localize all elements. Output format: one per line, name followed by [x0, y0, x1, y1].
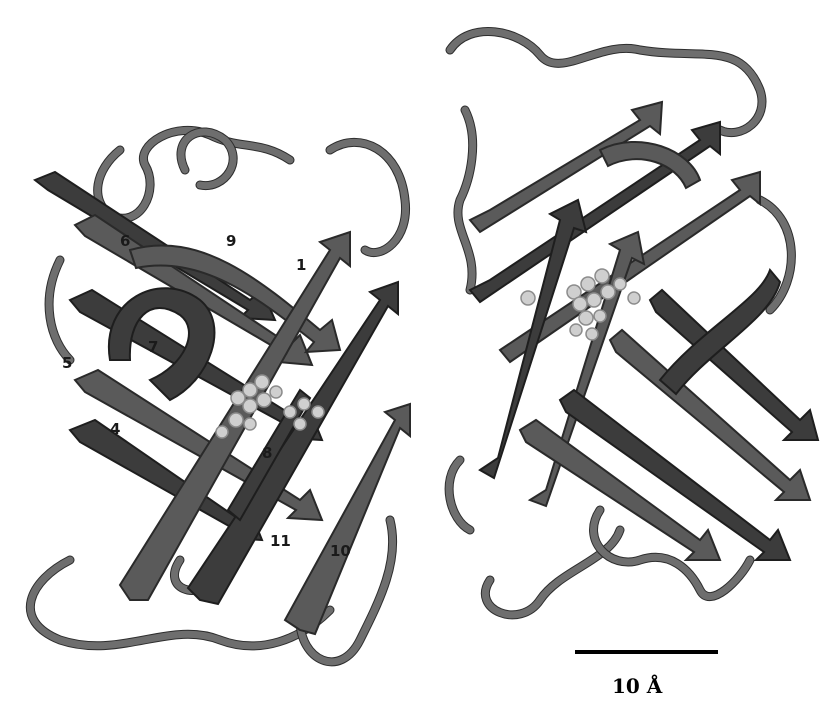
strand-number: 9: [226, 232, 236, 250]
left-loop: [30, 560, 330, 646]
atom: [601, 285, 615, 299]
atom: [229, 413, 243, 427]
strand-number: 11: [270, 532, 291, 550]
strand-number: 5: [62, 354, 72, 372]
strand-number: 7: [148, 338, 158, 356]
atom: [587, 293, 601, 307]
scale-bar-label: 10 Å: [612, 674, 663, 698]
atom: [521, 291, 535, 305]
atom: [298, 398, 310, 410]
left-loop: [181, 132, 233, 186]
atom: [570, 324, 582, 336]
strand-number: 4: [110, 420, 120, 438]
atom: [244, 418, 256, 430]
strand-number: 1: [296, 256, 306, 274]
atom: [284, 406, 296, 418]
atom: [579, 311, 593, 325]
atom: [270, 386, 282, 398]
left-loop: [49, 260, 70, 360]
strand-number: 10: [330, 542, 351, 560]
atom: [255, 375, 269, 389]
left-beta-barrel: 6 5 7 4 9 8 1 10 11: [30, 130, 410, 661]
atom: [243, 399, 257, 413]
atom: [581, 277, 595, 291]
atom: [573, 297, 587, 311]
atom: [257, 393, 271, 407]
atom: [628, 292, 640, 304]
left-loop: [98, 130, 290, 218]
atom: [216, 426, 228, 438]
right-loop: [449, 460, 470, 530]
scale-bar: 10 Å: [575, 652, 718, 698]
atom: [294, 418, 306, 430]
strand-number: 8: [262, 444, 272, 462]
right-loop: [450, 31, 762, 132]
right-beta-barrel: [449, 31, 818, 614]
atom: [312, 406, 324, 418]
atom: [614, 278, 626, 290]
strand-number: 6: [120, 232, 130, 250]
atom: [594, 310, 606, 322]
atom: [595, 269, 609, 283]
right-loop: [458, 110, 473, 290]
atom: [586, 328, 598, 340]
